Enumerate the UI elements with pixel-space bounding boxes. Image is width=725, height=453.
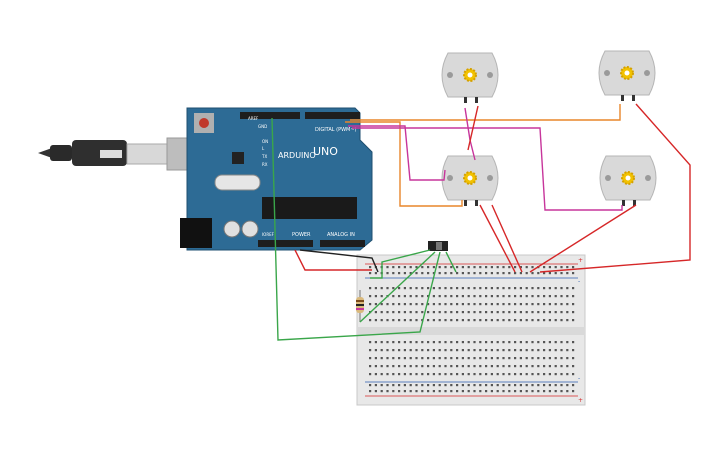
tx-label: TX bbox=[261, 154, 267, 159]
ioref-label: IOREF bbox=[262, 232, 275, 237]
breadboard[interactable]: + - - + bbox=[356, 254, 586, 406]
wire-green-4[interactable] bbox=[445, 251, 457, 273]
wire-red-motor-ml2[interactable] bbox=[491, 204, 523, 273]
rail-plus-bottom: + bbox=[578, 397, 583, 404]
on-label: ON bbox=[262, 139, 268, 144]
gnd-label: GND bbox=[258, 124, 267, 129]
wires bbox=[271, 103, 691, 341]
arduino-model: UNO bbox=[313, 145, 338, 158]
arduino-uno-board[interactable]: ARDUINO UNO DIGITAL (PWM~) POWER ANALOG … bbox=[180, 107, 373, 251]
resistor[interactable] bbox=[356, 290, 364, 322]
wire-black-gnd[interactable] bbox=[299, 249, 379, 273]
atmega-chip bbox=[262, 197, 357, 219]
wire-magenta-3[interactable] bbox=[464, 107, 476, 161]
aref-label: AREF bbox=[248, 116, 259, 121]
wire-red-motor-mr[interactable] bbox=[529, 204, 637, 273]
rail-minus-bottom: - bbox=[578, 375, 580, 382]
motor-middle-right[interactable] bbox=[599, 155, 657, 206]
wire-green-2[interactable] bbox=[370, 249, 431, 279]
l-label: L bbox=[262, 146, 265, 151]
rail-plus-top: + bbox=[578, 257, 583, 264]
wire-orange-1[interactable] bbox=[345, 121, 463, 207]
breadboard-holes[interactable] bbox=[369, 266, 575, 393]
wire-orange-2[interactable] bbox=[350, 104, 621, 121]
arduino-brand: ARDUINO bbox=[278, 151, 316, 160]
slide-switch[interactable] bbox=[428, 241, 448, 251]
rx-label: RX bbox=[262, 162, 268, 167]
wire-green-3[interactable] bbox=[359, 251, 436, 323]
wire-red-motor-tl[interactable] bbox=[467, 105, 479, 151]
digital-label: DIGITAL (PWM~) bbox=[315, 127, 357, 133]
motor-top-left[interactable] bbox=[441, 52, 499, 103]
wire-green-1[interactable] bbox=[271, 117, 441, 341]
motor-top-right[interactable] bbox=[598, 50, 656, 101]
rail-minus-top: - bbox=[578, 278, 580, 285]
wire-red-motor-ml[interactable] bbox=[479, 204, 516, 273]
analog-label: ANALOG IN bbox=[327, 232, 355, 238]
usb-cable[interactable] bbox=[38, 137, 198, 171]
power-jack[interactable] bbox=[180, 218, 212, 248]
wire-red-power[interactable] bbox=[294, 249, 372, 271]
wire-magenta-1[interactable] bbox=[348, 125, 446, 181]
wire-magenta-2[interactable] bbox=[352, 127, 623, 211]
motor-middle-left[interactable] bbox=[441, 155, 499, 206]
power-label: POWER bbox=[292, 232, 311, 238]
wire-red-motor-tr[interactable] bbox=[539, 103, 691, 273]
